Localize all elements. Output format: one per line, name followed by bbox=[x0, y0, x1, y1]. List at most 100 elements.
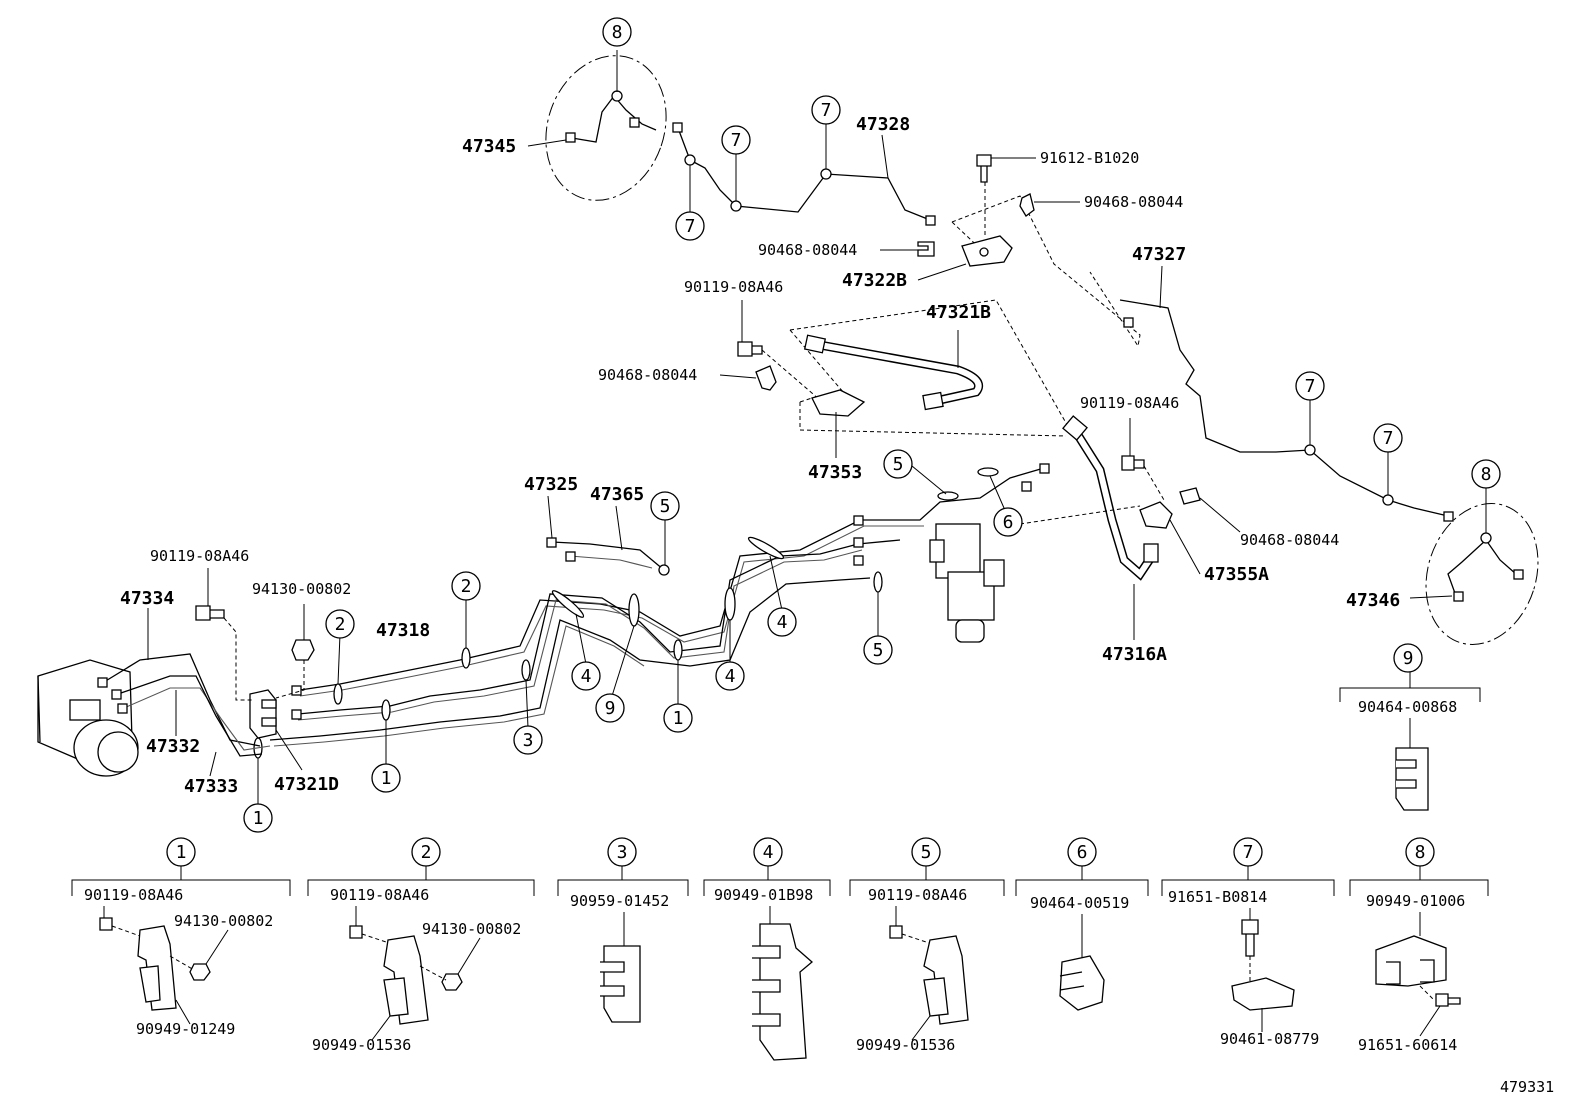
callout-markers bbox=[243, 17, 1501, 833]
fitting bbox=[672, 122, 683, 133]
callout-4: 4 bbox=[581, 666, 592, 687]
label-47355A: 47355A bbox=[1204, 564, 1269, 585]
label-90119-08A46-left: 90119-08A46 bbox=[150, 547, 249, 565]
block-47321D bbox=[249, 689, 277, 739]
legend-3: 3 bbox=[617, 842, 628, 863]
callout-8-top: 8 bbox=[612, 22, 623, 43]
nut-94130-00802 bbox=[291, 639, 315, 661]
label-47327: 47327 bbox=[1132, 244, 1186, 265]
dashed-triangle-47321B bbox=[789, 299, 1071, 431]
legend-2-bolt: 90119-08A46 bbox=[330, 886, 429, 904]
callout-7: 7 bbox=[1383, 428, 1394, 449]
bracket-47353 bbox=[811, 389, 866, 417]
legend-4: 4 bbox=[763, 842, 774, 863]
label-47328: 47328 bbox=[856, 114, 910, 135]
legend-8-clip: 90949-01006 bbox=[1366, 892, 1465, 910]
legend-6: 6 bbox=[1077, 842, 1088, 863]
legend-8: 8 bbox=[1415, 842, 1426, 863]
callout-9-legend: 9 bbox=[1403, 648, 1414, 669]
dashed-box-47322B bbox=[951, 195, 1141, 348]
legend-9-part: 90464-00868 bbox=[1358, 698, 1457, 716]
callout-7: 7 bbox=[685, 216, 696, 237]
callout-1: 1 bbox=[381, 768, 392, 789]
fitting bbox=[925, 215, 936, 226]
callout-4: 4 bbox=[725, 666, 736, 687]
callout-6: 6 bbox=[1003, 512, 1014, 533]
legend-1: 1 bbox=[176, 842, 187, 863]
bolt-90119-08A46-right bbox=[1121, 455, 1145, 471]
pipe-bundle-47318 bbox=[269, 467, 1045, 747]
bolt-91612-B1020 bbox=[976, 154, 992, 183]
legend-2: 2 bbox=[421, 842, 432, 863]
label-47365: 47365 bbox=[590, 484, 644, 505]
clip-90468-08044-mid bbox=[755, 365, 777, 391]
label-47334: 47334 bbox=[120, 588, 174, 609]
callout-5: 5 bbox=[660, 496, 671, 517]
callout-1: 1 bbox=[253, 808, 264, 829]
legend-2-nut: 94130-00802 bbox=[422, 920, 521, 938]
dashed-box-47353 bbox=[799, 397, 1067, 437]
pipe-clamps bbox=[253, 467, 999, 759]
pipe-47345 bbox=[571, 94, 657, 143]
label-47321D: 47321D bbox=[274, 774, 339, 795]
pipe-47328 bbox=[677, 127, 931, 221]
legend-7: 7 bbox=[1243, 842, 1254, 863]
rear-left-wheel-boundary bbox=[545, 55, 667, 201]
pipe-47334 bbox=[103, 653, 261, 747]
clip-90464-00868 bbox=[1395, 747, 1429, 811]
label-94130-00802: 94130-00802 bbox=[252, 580, 351, 598]
proportioning-valve bbox=[929, 523, 1005, 643]
label-47333: 47333 bbox=[184, 776, 238, 797]
pipe-47365 bbox=[569, 555, 653, 569]
legend-1-clamp: 90949-01249 bbox=[136, 1020, 235, 1038]
fitting bbox=[1123, 317, 1134, 328]
figure-id: 479331 bbox=[1500, 1078, 1554, 1096]
label-91612-B1020: 91612-B1020 bbox=[1040, 149, 1139, 167]
clip-90468-top bbox=[1019, 193, 1035, 217]
legend-2-clamp: 90949-01536 bbox=[312, 1036, 411, 1054]
callout-7: 7 bbox=[731, 130, 742, 151]
pipe-47332 bbox=[123, 687, 271, 751]
legend-5-bolt: 90119-08A46 bbox=[868, 886, 967, 904]
callout-5: 5 bbox=[893, 454, 904, 475]
legend-7-bolt: 91651-B0814 bbox=[1168, 888, 1267, 906]
bracket-47355A bbox=[1139, 501, 1173, 529]
legend-5-clamp: 90949-01536 bbox=[856, 1036, 955, 1054]
label-47322B: 47322B bbox=[842, 270, 907, 291]
callout-3: 3 bbox=[523, 730, 534, 751]
label-90119-08A46-right: 90119-08A46 bbox=[1080, 394, 1179, 412]
pipe-47333 bbox=[117, 675, 263, 757]
pipe-47325 bbox=[551, 541, 665, 571]
label-90468-08044-right: 90468-08044 bbox=[1240, 531, 1339, 549]
legend-5: 5 bbox=[921, 842, 932, 863]
pipe-47346 bbox=[1447, 539, 1517, 597]
label-47332: 47332 bbox=[146, 736, 200, 757]
callout-2: 2 bbox=[335, 614, 346, 635]
callout-9: 9 bbox=[605, 698, 616, 719]
clip-90468-08044-right bbox=[1179, 487, 1201, 505]
pipe-47327 bbox=[1119, 299, 1449, 517]
callout-7: 7 bbox=[821, 100, 832, 121]
bolt-90119-08A46-mid bbox=[737, 341, 763, 357]
callout-7: 7 bbox=[1305, 376, 1316, 397]
legend-3-clip: 90959-01452 bbox=[570, 892, 669, 910]
clip-90468-mid bbox=[917, 241, 935, 257]
legend-1-nut: 94130-00802 bbox=[174, 912, 273, 930]
label-90468-08044-left: 90468-08044 bbox=[758, 241, 857, 259]
label-47346: 47346 bbox=[1346, 590, 1400, 611]
legend-8-bolt: 91651-60614 bbox=[1358, 1036, 1457, 1054]
callout-1: 1 bbox=[673, 708, 684, 729]
legend-1-bolt: 90119-08A46 bbox=[84, 886, 183, 904]
rear-right-wheel-boundary bbox=[1425, 503, 1539, 645]
callout-4: 4 bbox=[777, 612, 788, 633]
legend-6-clip: 90464-00519 bbox=[1030, 894, 1129, 912]
callout-8-right: 8 bbox=[1481, 464, 1492, 485]
label-47325: 47325 bbox=[524, 474, 578, 495]
bolt-90119-08A46-left bbox=[195, 605, 225, 621]
label-47318: 47318 bbox=[376, 620, 430, 641]
label-47353: 47353 bbox=[808, 462, 862, 483]
label-90468-08044-mid: 90468-08044 bbox=[598, 366, 697, 384]
callout-8-anchor bbox=[611, 90, 623, 102]
label-47316A: 47316A bbox=[1102, 644, 1167, 665]
label-47321B: 47321B bbox=[926, 302, 991, 323]
